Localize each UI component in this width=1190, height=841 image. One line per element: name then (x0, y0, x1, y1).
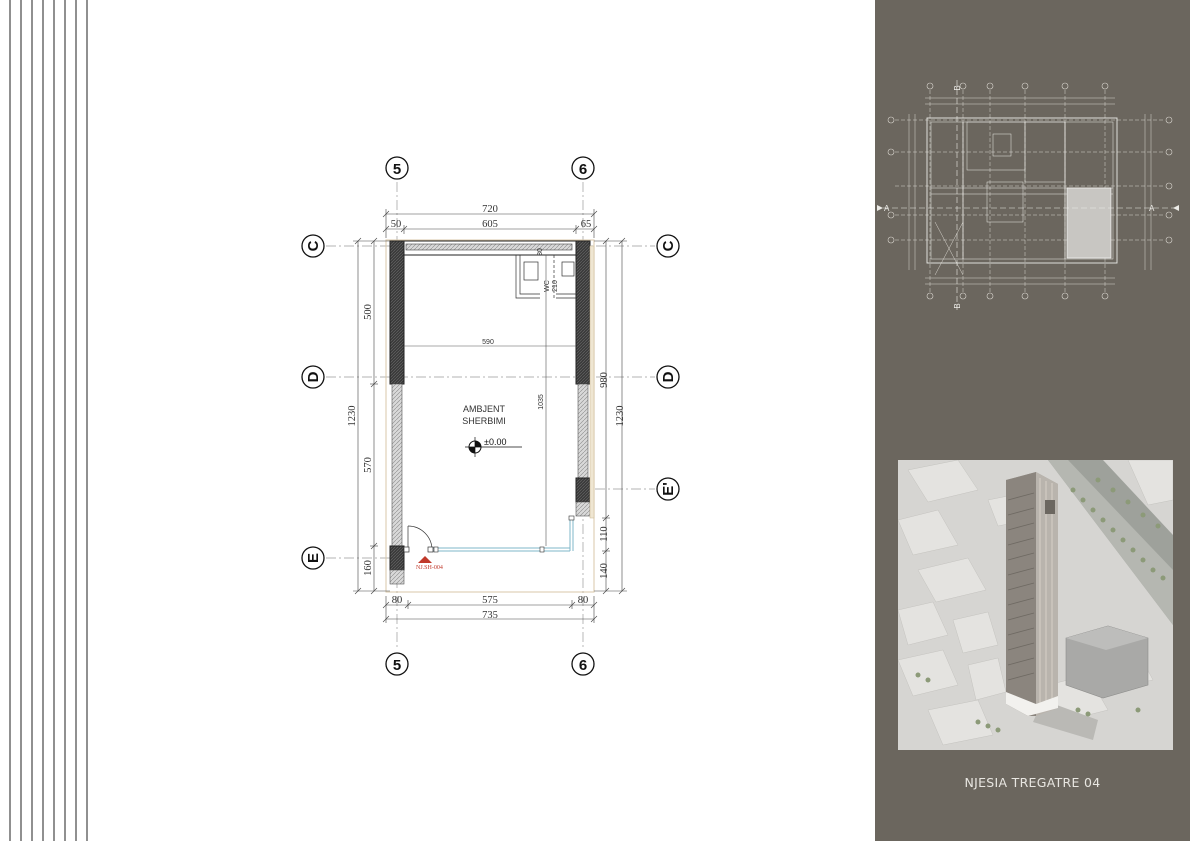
section-a-left-label: A (884, 204, 890, 213)
dim-inner-height: 1035 (538, 394, 545, 410)
dim-top-total: 720 (482, 204, 498, 215)
svg-text:E': E' (660, 482, 677, 496)
right-dimension-lines (594, 237, 627, 595)
decorative-stripes (9, 0, 88, 841)
dim-top-mid: 605 (482, 219, 498, 230)
svg-text:D: D (660, 371, 677, 382)
section-b-bottom-label: B (953, 303, 962, 308)
left-dimension-lines (353, 237, 390, 595)
svg-text:C: C (305, 240, 322, 251)
key-plan: A A B B (877, 80, 1179, 310)
entrance-marker-icon (418, 556, 432, 563)
top-dimension-lines (382, 209, 598, 238)
entrance-door (403, 525, 434, 553)
wc-block (515, 255, 576, 299)
axis-bubble-right-c: C (656, 234, 680, 258)
axis-bubble-right-d: D (656, 365, 680, 389)
axis-bubble-bottom-6: 6 (571, 652, 595, 676)
dim-bottom-right: 80 (578, 595, 589, 606)
axis-bubble-top-5: 5 (385, 156, 409, 180)
room-name-line1: AMBJENT (463, 404, 506, 414)
svg-text:E: E (305, 553, 322, 563)
inner-dimension-lines (404, 255, 576, 546)
axis-bubble-bottom-5: 5 (385, 652, 409, 676)
room-name-line2: SHERBIMI (462, 416, 506, 426)
section-b-top-label: B (953, 85, 962, 90)
wc-label: WC (544, 280, 551, 292)
unit-title: NJESIA TREGATRE 04 (964, 775, 1101, 790)
dim-top-left: 50 (391, 219, 402, 230)
level-marker-icon (465, 437, 522, 457)
storefront-glazing (432, 515, 575, 553)
svg-text:5: 5 (393, 161, 401, 178)
dim-bottom-total: 735 (482, 610, 498, 621)
dim-left-top: 500 (363, 304, 374, 320)
dim-right-total: 1230 (615, 406, 626, 427)
dim-bottom-mid: 575 (482, 595, 498, 606)
entrance-tag: NJ.SH-004 (416, 565, 443, 571)
dim-inner-width: 590 (482, 339, 494, 346)
mark-210: 210 (552, 280, 559, 292)
dim-top-right: 65 (581, 219, 592, 230)
svg-text:6: 6 (579, 657, 587, 674)
svg-text:5: 5 (393, 657, 401, 674)
axis-bubble-left-c: C (301, 234, 325, 258)
axis-bubble-right-e-prime: E' (656, 477, 680, 501)
dim-right-bottom: 140 (599, 563, 610, 579)
dim-left-total: 1230 (347, 406, 358, 427)
mark-30: 30 (537, 248, 544, 256)
axis-bubble-left-d: D (301, 365, 325, 389)
section-arrow-icon (1173, 205, 1179, 211)
level-value: ±0.00 (484, 437, 506, 447)
highlighted-unit (1066, 187, 1112, 259)
dim-right-upper: 980 (599, 372, 610, 388)
dim-bottom-left: 80 (392, 595, 403, 606)
dim-right-mid: 110 (599, 526, 610, 541)
bottom-dimension-lines (382, 596, 598, 623)
floor-plan: 5 6 5 6 C D E C D E' (301, 156, 680, 676)
axis-bubble-left-e: E (301, 546, 325, 570)
section-a-right-label: A (1149, 204, 1155, 213)
svg-text:D: D (305, 371, 322, 382)
dim-left-mid: 570 (363, 457, 374, 473)
building-render (898, 460, 1173, 750)
section-arrow-icon (877, 205, 883, 211)
sidebar-panel: A A B B (875, 0, 1190, 841)
dim-left-bottom: 160 (363, 560, 374, 576)
svg-text:6: 6 (579, 161, 587, 178)
axis-bubble-top-6: 6 (571, 156, 595, 180)
svg-text:C: C (660, 240, 677, 251)
walls (389, 240, 595, 585)
